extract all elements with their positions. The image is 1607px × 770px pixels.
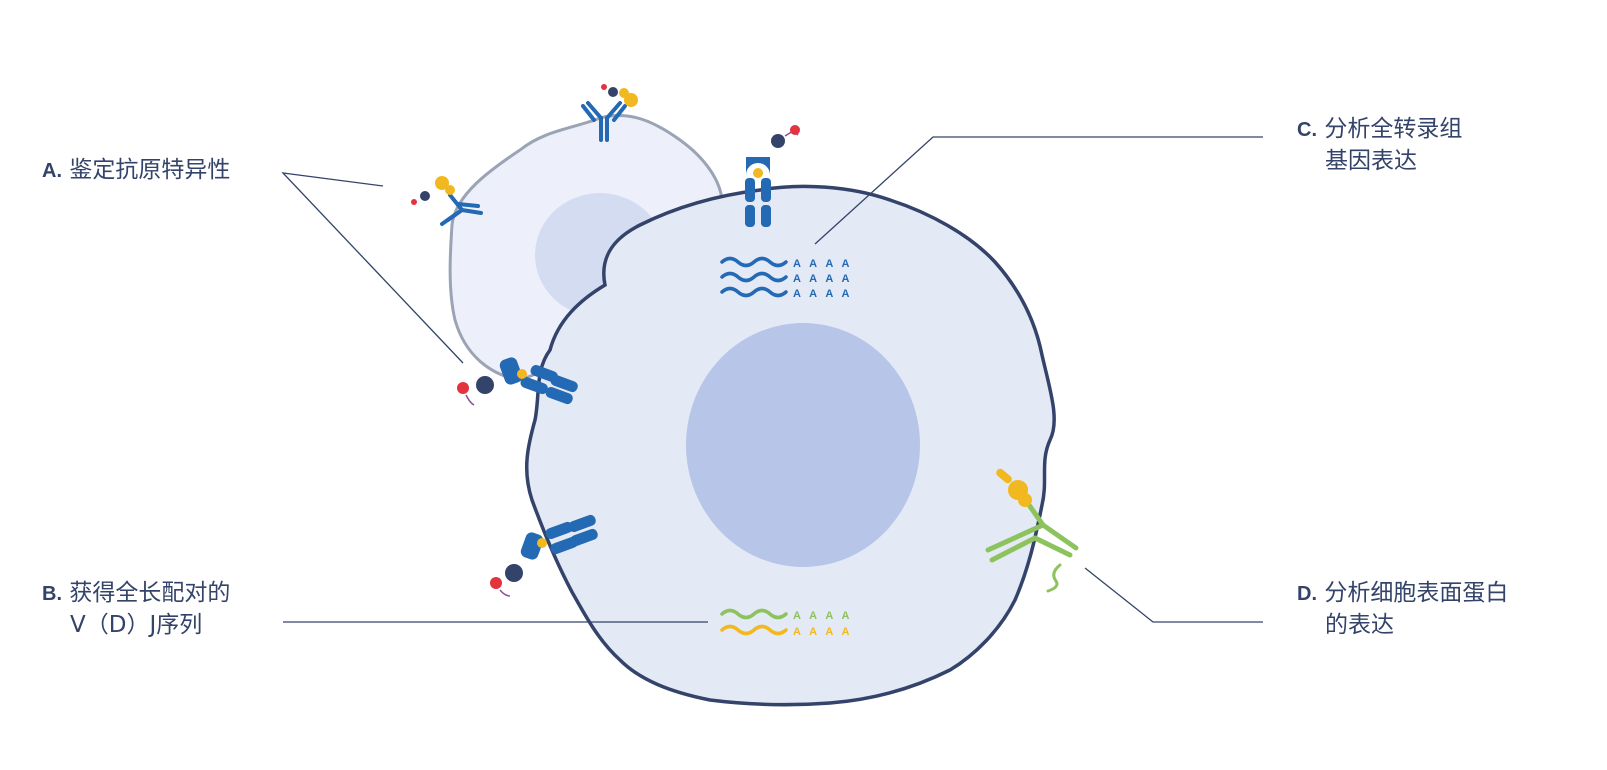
label-a-key: A. xyxy=(42,160,62,182)
label-c-text-line2: 基因表达 xyxy=(1325,148,1417,174)
leader-line-c xyxy=(814,136,1263,245)
mrna-transcripts xyxy=(720,256,788,298)
label-d-text-line2: 的表达 xyxy=(1325,612,1394,638)
barcode-bead-icon xyxy=(490,564,523,597)
main-cell-nucleus xyxy=(686,323,920,567)
barcode-bead-icon xyxy=(771,125,800,148)
antigen-icon xyxy=(435,176,455,195)
t-cell-receptor-icon xyxy=(520,514,598,560)
label-d-text: 分析细胞表面蛋白 xyxy=(1324,580,1509,606)
antibody-icon xyxy=(440,193,483,226)
barcode-bead-icon xyxy=(411,191,430,205)
antigen-icon xyxy=(996,468,1032,507)
label-a-text: 鉴定抗原特异性 xyxy=(69,157,231,183)
t-cell-receptor-icon xyxy=(499,357,578,405)
vdj-transcripts xyxy=(720,608,788,636)
label-c: C. 分析全转录组 基因表达 xyxy=(1297,114,1462,177)
leader-line-a xyxy=(281,172,464,364)
mrna-polya-tails: A A A A A A A A A A A A xyxy=(793,258,853,300)
label-b: B. 获得全长配对的 V（D）J序列 xyxy=(42,578,230,641)
label-b-text-line2: V（D）J序列 xyxy=(70,612,203,638)
leader-line-d xyxy=(1084,567,1263,623)
polya-tail: A A A A xyxy=(793,626,853,638)
label-b-key: B. xyxy=(42,583,62,605)
barcode-bead-icon xyxy=(457,376,494,406)
antibody-icon xyxy=(581,101,627,142)
label-d: D. 分析细胞表面蛋白 的表达 xyxy=(1297,578,1508,641)
leader-lines xyxy=(281,136,1263,623)
label-b-text: 获得全长配对的 xyxy=(69,580,231,606)
barcode-bead-icon xyxy=(601,84,618,97)
t-cell-receptor-icon xyxy=(745,157,771,227)
label-c-text: 分析全转录组 xyxy=(1324,116,1463,142)
polya-tail: A A A A xyxy=(793,258,853,270)
label-c-key: C. xyxy=(1297,119,1317,141)
polya-tail: A A A A xyxy=(793,288,853,300)
label-a: A. 鉴定抗原特异性 xyxy=(42,155,230,187)
polya-tail: A A A A xyxy=(793,610,853,622)
label-d-key: D. xyxy=(1297,583,1317,605)
polya-tail: A A A A xyxy=(793,273,853,285)
antigen-icon xyxy=(619,88,638,107)
